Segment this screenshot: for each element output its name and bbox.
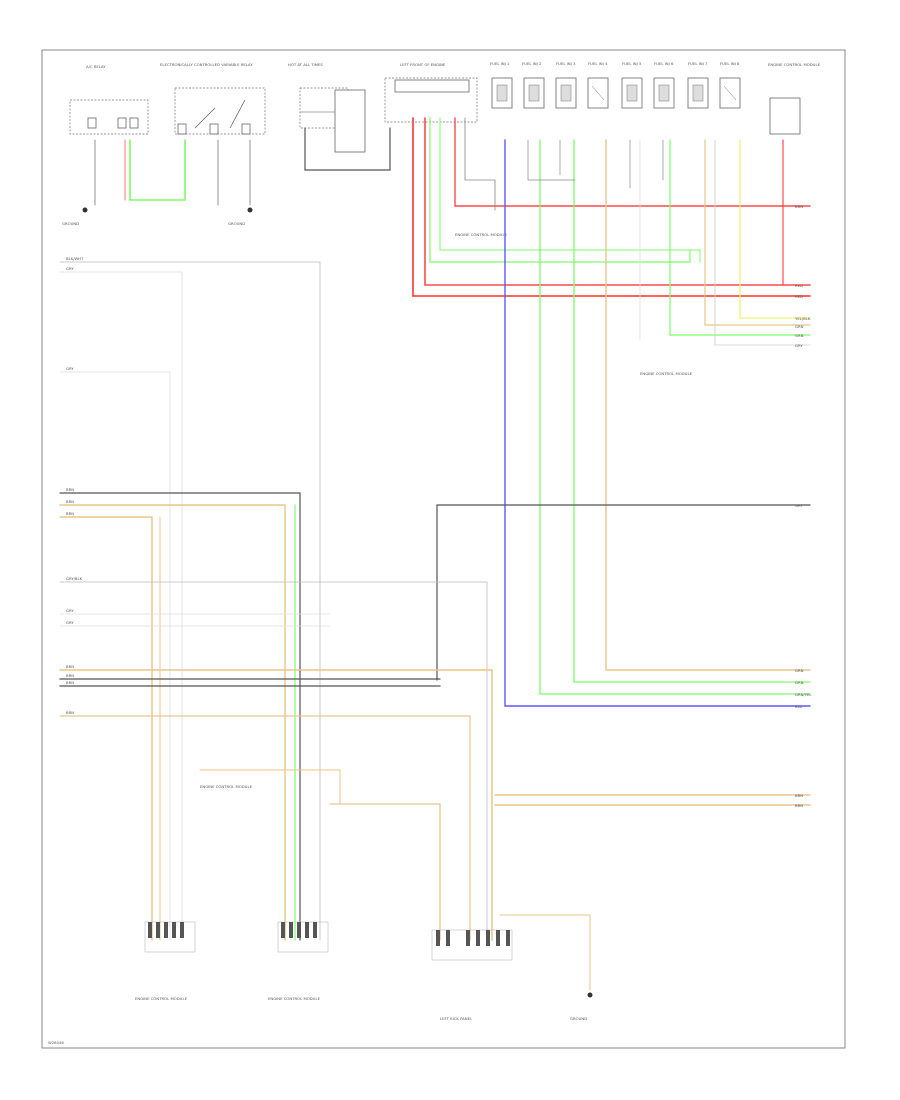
connector-left-kick-panel: LEFT KICK PANEL [431,929,513,1021]
wire-label: BRN [66,680,74,685]
component-label: ENGINE CONTROL MODULE [768,62,821,67]
wire-label: YEL/BLK [795,316,811,321]
left-wire-labels: BLK/WHT GRY GRY BRN BRN BRN GRY/BLK GRY … [66,256,84,715]
wire-label: GRY [66,266,74,271]
wire-label: GRY [795,343,803,348]
wire-label: GRN [795,668,804,673]
fuel-injectors: FUEL INJ 1 FUEL INJ 2 FUEL INJ 3 FUEL IN… [490,61,741,109]
component-ecm-top: ENGINE CONTROL MODULE [768,62,821,135]
component-label: ENGINE CONTROL MODULE [135,996,188,1001]
wire-label: BRN [795,803,803,808]
injector-2: FUEL INJ 2 [522,61,545,109]
wires [59,117,811,998]
wire-label: BRN [66,499,74,504]
wire-label: BRN [66,487,74,492]
wire-label: BLK/WHT [66,256,84,261]
injector-1: FUEL INJ 1 [490,61,513,109]
component-label: LEFT KICK PANEL [440,1016,473,1021]
component-label: LEFT FRONT OF ENGINE [400,62,446,67]
mid-label: ENGINE CONTROL MODULE [640,371,693,376]
wire-label: GRN [795,680,804,685]
page-code: W28046 [48,1040,64,1045]
ground-label: GROUND [62,221,79,226]
wire-label: BRN [66,664,74,669]
bottom-components: ENGINE CONTROL MODULE ENGINE CONTROL MOD… [135,921,587,1021]
wire-label: BLU [795,704,803,709]
wire-label: BRN [795,793,803,798]
injector-label: FUEL INJ 7 [688,61,708,66]
injector-label: FUEL INJ 8 [720,61,740,66]
wire-label: BRN [66,511,74,516]
component-ac-relay: A/C RELAY [69,64,149,135]
wire-label: GRY [66,366,74,371]
connector-ecm-2: ENGINE CONTROL MODULE [268,921,329,1001]
wire-label: BRN [795,204,803,209]
mid-label: ENGINE CONTROL MODULE [455,232,508,237]
injector-7: FUEL INJ 7 [687,61,709,109]
injector-label: FUEL INJ 1 [490,61,510,66]
wire-label: GRY [795,503,803,508]
ground-label: GROUND [228,221,245,226]
component-variable-relay: ELECTRONICALLY CONTROLLED VARIABLE RELAY [160,62,266,135]
component-label: ENGINE CONTROL MODULE [268,996,321,1001]
ground-labels: GROUND GROUND [62,221,245,226]
injector-4: FUEL INJ 4 [587,61,609,109]
top-components: A/C RELAY ELECTRONICALLY CONTROLLED VARI… [69,61,821,153]
wire-label: RED [795,294,803,299]
component-label: HOT AT ALL TIMES [288,62,323,67]
wire-label: GRY/BLK [66,576,83,581]
component-label: A/C RELAY [86,64,106,69]
injector-8: FUEL INJ 8 [719,61,741,109]
wire-label: GRY [66,620,74,625]
ground-point-bottom: GROUND [570,1016,587,1021]
injector-label: FUEL INJ 6 [654,61,674,66]
injector-3: FUEL INJ 3 [555,61,577,109]
connector-ecm-1: ENGINE CONTROL MODULE [135,921,196,1001]
wire-label: RED [795,283,803,288]
injector-label: FUEL INJ 2 [522,61,542,66]
injector-5: FUEL INJ 5 [621,61,643,109]
wire-label: GRN/YEL [795,692,812,697]
injector-6: FUEL INJ 6 [653,61,675,109]
wire-label: GRY [66,608,74,613]
component-label: ELECTRONICALLY CONTROLLED VARIABLE RELAY [160,62,253,67]
component-label: GROUND [570,1016,587,1021]
injector-label: FUEL INJ 5 [622,61,642,66]
mid-label: ENGINE CONTROL MODULE [200,784,253,789]
wire-label: BRN [66,710,74,715]
right-wire-labels: BRN RED RED YEL/BLK GRN GRN GRY GRY GRN … [795,204,812,808]
injector-label: FUEL INJ 4 [588,61,608,66]
wire-label: GRN [795,324,804,329]
wire-label: BRN [66,673,74,678]
mid-labels: ENGINE CONTROL MODULE ENGINE CONTROL MOD… [200,232,693,789]
component-hot-at-all-times: HOT AT ALL TIMES [288,62,366,153]
component-left-front-engine: LEFT FRONT OF ENGINE [384,62,478,123]
injector-label: FUEL INJ 3 [556,61,576,66]
wire-label: GRN [795,333,804,338]
diagram-frame [41,49,846,1049]
